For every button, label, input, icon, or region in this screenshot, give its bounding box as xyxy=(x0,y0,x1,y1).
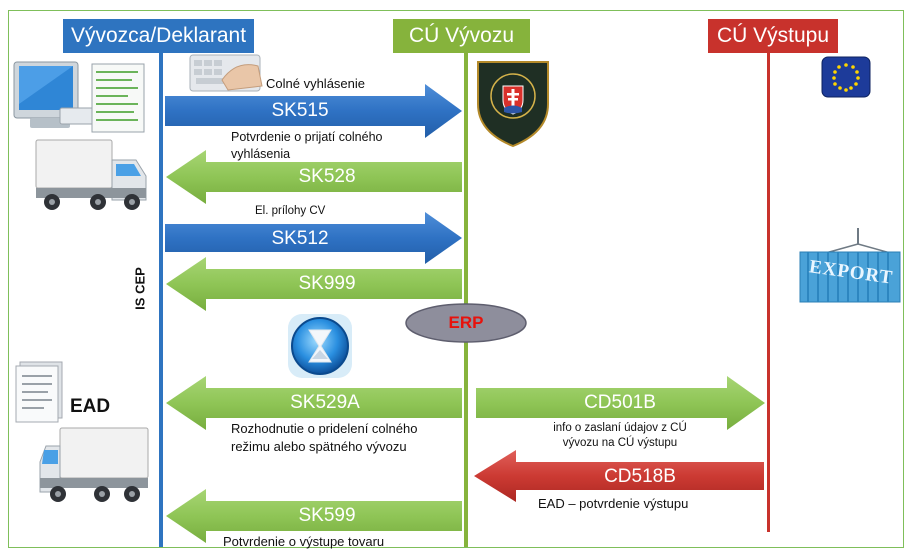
arrow-cd501b xyxy=(476,376,765,430)
caption-sk599: Potvrdenie o výstupe tovaru xyxy=(223,534,385,549)
keyboard-typing-icon xyxy=(189,54,263,92)
truck-icon xyxy=(39,427,149,502)
hourglass-icon xyxy=(288,314,352,378)
caption-sk512: El. prílohy CV xyxy=(255,205,326,217)
caption-sk528: Potvrdenie o prijatí colného vyhlásenia xyxy=(231,130,383,161)
arrow-sk515 xyxy=(165,84,462,138)
caption-sk515: Colné vyhlásenie xyxy=(266,76,366,91)
truck-icon xyxy=(35,139,147,210)
message-code-sk999: SK999 xyxy=(298,273,356,294)
exit-office-header: CÚ Výstupu xyxy=(708,19,838,53)
message-code-sk515: SK515 xyxy=(271,100,329,121)
computer-icon xyxy=(13,61,145,133)
caption-sk529a: Rozhodnutie o pridelení colného režimu a… xyxy=(231,421,418,454)
exporter-lifeline xyxy=(159,52,163,547)
arrow-sk512 xyxy=(165,212,462,264)
exporter-header: Vývozca/Deklarant xyxy=(63,19,254,53)
arrow-cd518b xyxy=(474,450,764,502)
message-code-sk512: SK512 xyxy=(271,228,329,249)
arrow-sk999 xyxy=(166,257,462,311)
message-code-sk599: SK599 xyxy=(298,505,356,526)
export-office-header: CÚ Vývozu xyxy=(393,19,530,53)
export-office-lifeline xyxy=(464,52,468,547)
financial-administration-seal-icon xyxy=(477,61,549,148)
caption-cd501b: info o zaslaní údajov z CÚ vývozu na CÚ … xyxy=(553,422,687,449)
caption-cd518b: EAD – potvrdenie výstupu xyxy=(538,496,689,511)
diagram-frame xyxy=(8,10,904,548)
arrow-sk528 xyxy=(166,150,462,204)
erp-label: ERP xyxy=(448,313,484,332)
exit-office-lifeline xyxy=(767,52,770,532)
message-code-sk529a: SK529A xyxy=(290,392,360,413)
message-code-cd501b: CD501B xyxy=(584,392,656,413)
message-code-sk528: SK528 xyxy=(298,166,356,187)
arrow-sk529a xyxy=(166,376,462,430)
arrow-sk599 xyxy=(166,489,462,543)
document-icon xyxy=(15,361,63,423)
message-code-cd518b: CD518B xyxy=(604,466,676,487)
export-container-icon xyxy=(799,228,901,303)
ead-label: EAD xyxy=(70,396,111,417)
eu-flag-icon xyxy=(821,56,871,98)
erp-ellipse xyxy=(405,303,527,343)
